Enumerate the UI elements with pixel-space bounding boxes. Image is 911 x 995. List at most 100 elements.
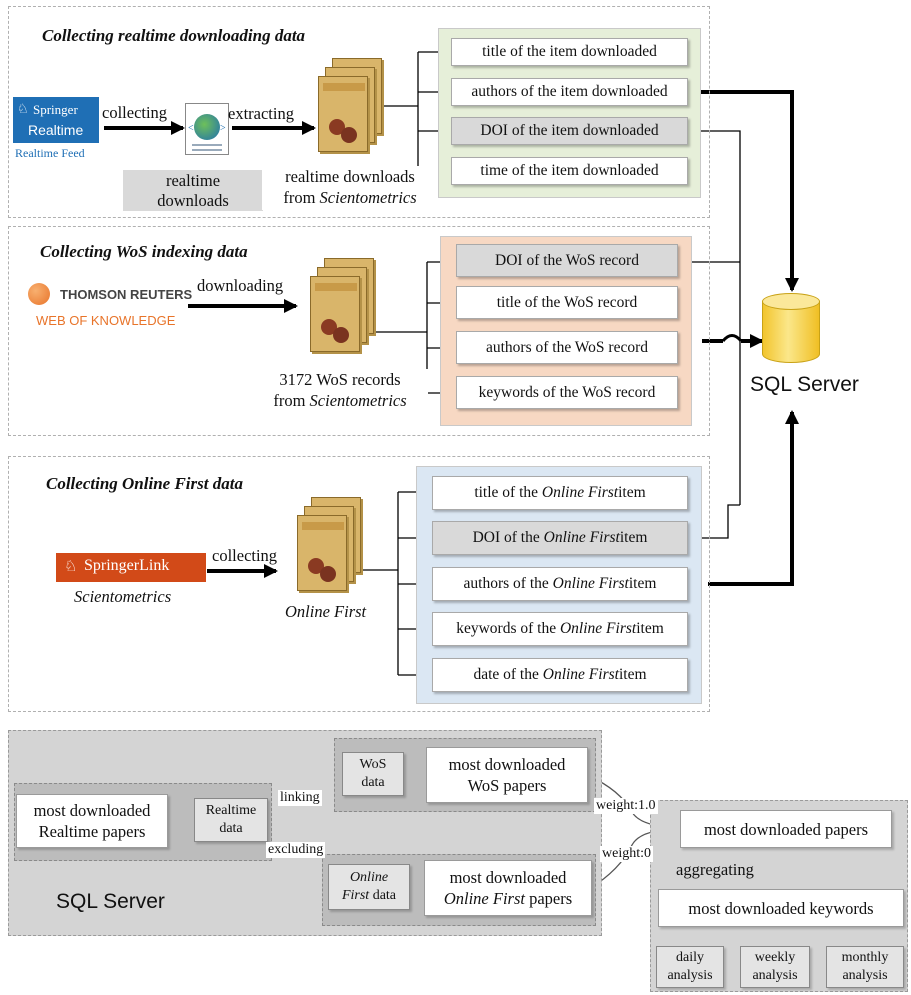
- weekly-line1: weekly: [754, 950, 796, 965]
- online-first-label: Online First: [285, 602, 367, 621]
- monthly-line1: monthly: [841, 950, 889, 965]
- wos-records-journal: Scientometrics: [309, 391, 407, 410]
- arrow-authors-to-sql: [686, 90, 799, 292]
- sql-server-label: SQL Server: [750, 373, 859, 396]
- realtime-data-line1: Realtime: [205, 803, 257, 818]
- field-of-authors: authors of the Online First item: [432, 567, 688, 601]
- of-papers-line2: Online First papers: [444, 888, 572, 909]
- most-downloaded-keywords: most downloaded keywords: [658, 889, 904, 927]
- realtime-papers-line1: most downloaded: [33, 801, 151, 820]
- wos-records-label: 3172 WoS records from Scientometrics: [252, 369, 428, 411]
- most-downloaded-papers: most downloaded papers: [680, 810, 892, 848]
- wos-to-sql-hop: [721, 334, 743, 343]
- downloads-label-from: from: [283, 188, 320, 207]
- of-data-line2: First data: [342, 887, 396, 905]
- section-heading-realtime: Collecting realtime downloading data: [42, 26, 306, 45]
- field-of-date-pre: date of the: [473, 666, 539, 683]
- wos-papers-line1: most downloaded: [448, 755, 566, 774]
- of-papers-post: papers: [524, 889, 573, 908]
- wos-papers-line2: WoS papers: [467, 776, 547, 795]
- springer-logo-box: ♘ Springer Realtime: [13, 97, 99, 143]
- field-wos-authors: authors of the WoS record: [456, 331, 678, 364]
- journal-coin-2: [341, 127, 357, 143]
- field-of-authors-pre: authors of the: [463, 575, 549, 592]
- section-heading-wos: Collecting WoS indexing data: [40, 242, 248, 261]
- springer-horse-icon: ♘: [17, 101, 29, 116]
- realtime-feed-caption: Realtime Feed: [15, 146, 85, 160]
- realtime-downloads-line1: realtime: [165, 171, 221, 190]
- realtime-papers-line2: Realtime papers: [38, 822, 146, 841]
- label-weight-1: weight:1.0: [594, 798, 658, 814]
- web-of-knowledge-text: WEB OF KNOWLEDGE: [36, 313, 176, 328]
- thomson-orb-icon: [28, 283, 50, 305]
- journal-cover-front: [318, 76, 368, 152]
- most-downloaded-of-papers: most downloaded Online First papers: [424, 860, 592, 916]
- springerlink-brand: SpringerLink: [84, 557, 170, 574]
- field-wos-keywords: keywords of the WoS record: [456, 376, 678, 409]
- field-realtime-doi: DOI of the item downloaded: [451, 117, 688, 145]
- field-realtime-authors: authors of the item downloaded: [451, 78, 688, 106]
- field-wos-title: title of the WoS record: [456, 286, 678, 319]
- section-wos: [8, 226, 710, 436]
- field-of-keywords-post: item: [636, 620, 664, 637]
- daily-line1: daily: [676, 950, 704, 965]
- of-data-first: First: [341, 888, 370, 903]
- downloads-label-journal: Scientometrics: [319, 188, 417, 207]
- realtime-data-box: Realtime data: [194, 798, 268, 842]
- field-of-keywords-it: Online First: [559, 620, 637, 637]
- label-weight-0: weight:0: [600, 846, 653, 862]
- scientometrics-caption: Scientometrics: [74, 587, 172, 606]
- field-realtime-title: title of the item downloaded: [451, 38, 688, 66]
- downloads-label-line1: realtime downloads: [285, 167, 415, 186]
- scientometrics-stack-wos: [310, 258, 378, 358]
- field-of-keywords: keywords of the Online First item: [432, 612, 688, 646]
- weekly-line2: analysis: [752, 968, 798, 983]
- journal-title-bar: [323, 83, 365, 91]
- doc-line-1: [192, 144, 222, 146]
- daily-analysis-box: daily analysis: [656, 946, 724, 988]
- section-heading-online-first: Collecting Online First data: [46, 474, 243, 493]
- springer-brand: Springer: [33, 102, 78, 117]
- of-data-post: data: [369, 888, 397, 903]
- springer-realtime-text: Realtime: [28, 122, 84, 138]
- field-of-date: date of the Online First item: [432, 658, 688, 692]
- section-realtime: [8, 6, 710, 218]
- field-of-title-post: item: [618, 484, 646, 501]
- field-of-authors-it: Online First: [552, 575, 629, 592]
- wos-records-from: from: [273, 391, 310, 410]
- of-data-online: Online: [349, 870, 389, 885]
- wos-journal-coin-2: [333, 327, 349, 343]
- realtime-downloads-line2: downloads: [157, 191, 229, 210]
- most-downloaded-wos-papers: most downloaded WoS papers: [426, 747, 588, 803]
- web-document-icon: < >: [185, 103, 229, 155]
- springerlink-logo: ♘ SpringerLink: [56, 553, 206, 582]
- label-collecting-of: collecting: [212, 546, 278, 565]
- most-downloaded-realtime-papers: most downloaded Realtime papers: [16, 794, 168, 848]
- downloads-label-line2: from Scientometrics: [262, 187, 438, 208]
- of-papers-line1: most downloaded: [449, 868, 567, 887]
- section-online-first: [8, 456, 710, 712]
- wos-data-line2: data: [361, 775, 385, 790]
- wos-journal-front: [310, 276, 360, 352]
- field-of-date-post: item: [618, 666, 647, 683]
- springer-realtime-logo: ♘ Springer Realtime Realtime Feed: [13, 97, 99, 163]
- of-journal-front: [297, 515, 347, 591]
- thomson-reuters-logo: THOMSON REUTERS WEB OF KNOWLEDGE: [28, 283, 196, 335]
- thomson-brand: THOMSON REUTERS: [60, 287, 193, 302]
- weekly-analysis-box: weekly analysis: [740, 946, 810, 988]
- field-of-doi: DOI of the Online First item: [432, 521, 688, 555]
- monthly-analysis-box: monthly analysis: [826, 946, 904, 988]
- code-bracket-right: >: [220, 123, 226, 134]
- label-downloading: downloading: [197, 276, 284, 295]
- bottom-sql-server-label: SQL Server: [56, 890, 165, 913]
- code-bracket-left: <: [188, 123, 194, 134]
- realtime-data-line2: data: [219, 821, 243, 836]
- arrow-of-to-sql: [708, 410, 799, 586]
- label-extracting: extracting: [228, 104, 294, 123]
- label-excluding: excluding: [266, 842, 326, 858]
- realtime-downloads-from-label: realtime downloads from Scientometrics: [262, 166, 438, 210]
- wos-records-line2: from Scientometrics: [252, 390, 428, 411]
- of-journal-coin-2: [320, 566, 336, 582]
- wos-data-line1: WoS: [359, 757, 387, 772]
- scientometrics-stack-realtime: [318, 58, 386, 158]
